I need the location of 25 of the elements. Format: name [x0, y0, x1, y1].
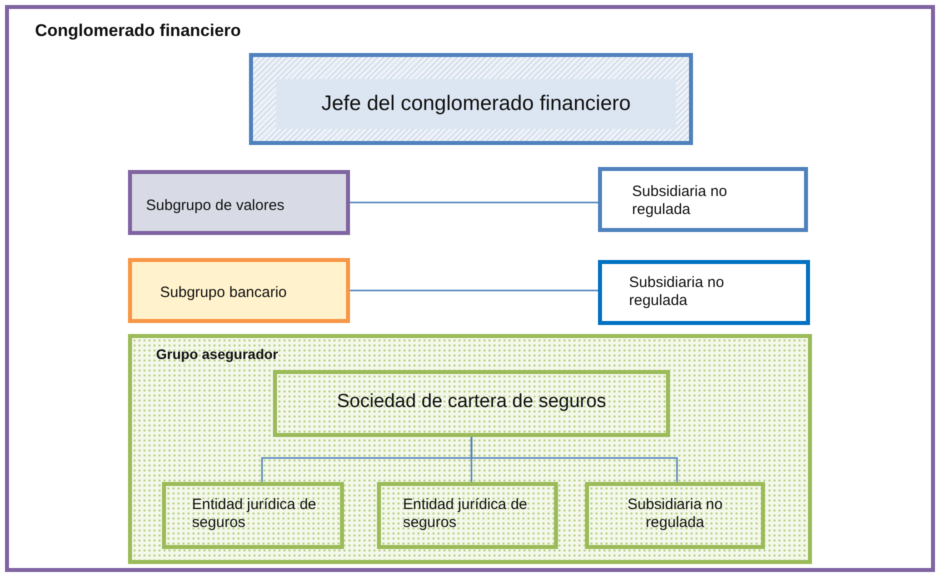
- node-label: Subsidiaria no regulada: [626, 496, 724, 532]
- node-label: Subgrupo bancario: [160, 284, 288, 302]
- group-frame: [128, 334, 812, 564]
- process-box: [249, 53, 693, 145]
- process-box: [598, 167, 808, 232]
- node-label: Entidad jurídica de seguros: [403, 496, 528, 532]
- process-box: [162, 482, 344, 549]
- connector-line: [470, 437, 678, 482]
- process-box: [598, 260, 810, 325]
- node-label: Subgrupo de valores: [146, 197, 286, 215]
- node-label: Subsidiaria no regulada: [629, 274, 726, 310]
- node-label: Jefe del conglomerado financiero: [276, 79, 676, 129]
- process-box: [128, 170, 350, 235]
- group-heading: Grupo asegurador: [156, 346, 280, 363]
- process-box: [273, 370, 670, 437]
- group-frame: [5, 5, 935, 572]
- process-box: [128, 258, 350, 323]
- group-heading: Conglomerado financiero: [35, 21, 242, 42]
- node-label: Entidad jurídica de seguros: [192, 496, 318, 532]
- node-label: Subsidiaria no regulada: [632, 183, 728, 219]
- process-box: [585, 482, 765, 549]
- node-label: Sociedad de cartera de seguros: [336, 391, 608, 414]
- process-box: [377, 482, 558, 549]
- connector-line: [350, 202, 598, 204]
- connector-line: [350, 290, 598, 292]
